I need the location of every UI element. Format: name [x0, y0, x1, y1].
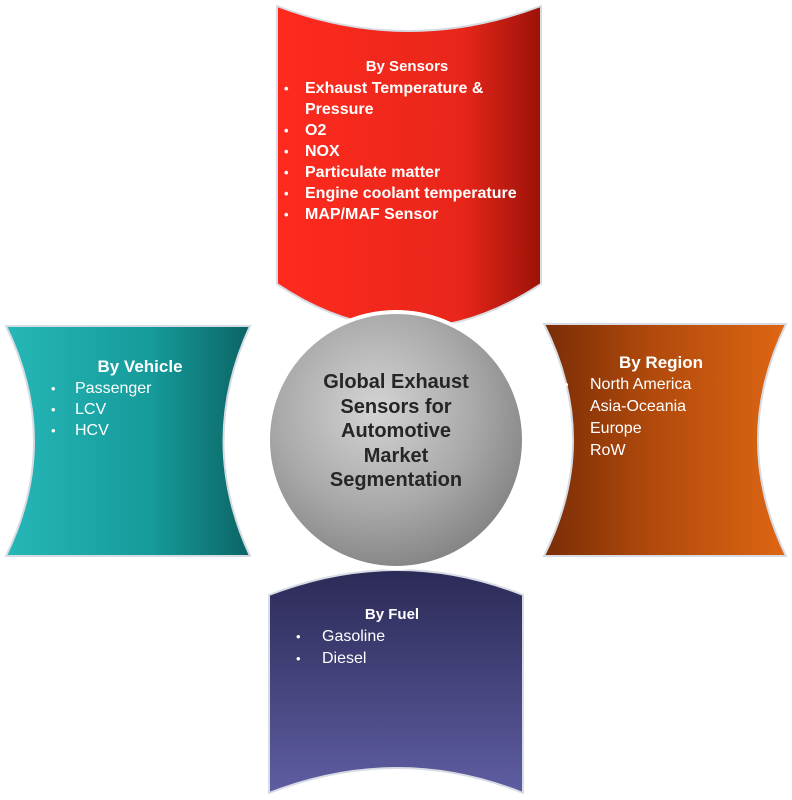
- fuel-item: Gasoline: [290, 626, 490, 648]
- vehicle-item: Passenger: [45, 378, 215, 399]
- center-title: Global Exhaust Sensors for Automotive Ma…: [285, 370, 507, 493]
- sensors-list: Exhaust Temperature & Pressure O2 NOX Pa…: [278, 78, 528, 225]
- region-item: Europe: [558, 418, 738, 440]
- sensors-item: O2: [278, 120, 528, 141]
- vehicle-item: HCV: [45, 420, 215, 441]
- sensors-item: Engine coolant temperature: [278, 183, 528, 204]
- center-title-line: Market: [363, 444, 429, 467]
- fuel-item: Diesel: [290, 648, 490, 670]
- region-item: RoW: [558, 440, 738, 462]
- vehicle-item: LCV: [45, 399, 215, 420]
- vehicle-list: Passenger LCV HCV: [45, 378, 215, 441]
- center-title-line: Segmentation: [329, 469, 463, 491]
- sensors-item: Exhaust Temperature & Pressure: [278, 78, 528, 120]
- sensors-item: NOX: [278, 141, 528, 162]
- vehicle-title: By Vehicle: [97, 357, 183, 376]
- fuel-segment: By Fuel Gasoline Diesel: [290, 605, 490, 670]
- region-item: Asia-Oceania: [558, 396, 738, 418]
- fuel-list: Gasoline Diesel: [290, 626, 490, 670]
- sensors-title: By Sensors: [365, 58, 449, 75]
- region-title: By Region: [618, 353, 704, 372]
- center-circle: [266, 310, 526, 570]
- vehicle-segment: By Vehicle Passenger LCV HCV: [45, 356, 215, 441]
- sensors-item: MAP/MAF Sensor: [278, 204, 528, 225]
- center-title-line: Sensors for: [340, 395, 452, 418]
- center-title-line: Automotive: [341, 420, 451, 442]
- region-item: North America: [558, 374, 738, 396]
- fuel-title: By Fuel: [364, 606, 420, 623]
- fuel-panel-shape: [268, 569, 524, 795]
- sensors-item: Particulate matter: [278, 162, 528, 183]
- sensors-segment: By Sensors Exhaust Temperature & Pressur…: [278, 58, 528, 225]
- center-title-line: Global Exhaust: [323, 371, 469, 393]
- region-segment: By Region North America Asia-Oceania Eur…: [558, 352, 738, 462]
- region-list: North America Asia-Oceania Europe RoW: [558, 374, 738, 462]
